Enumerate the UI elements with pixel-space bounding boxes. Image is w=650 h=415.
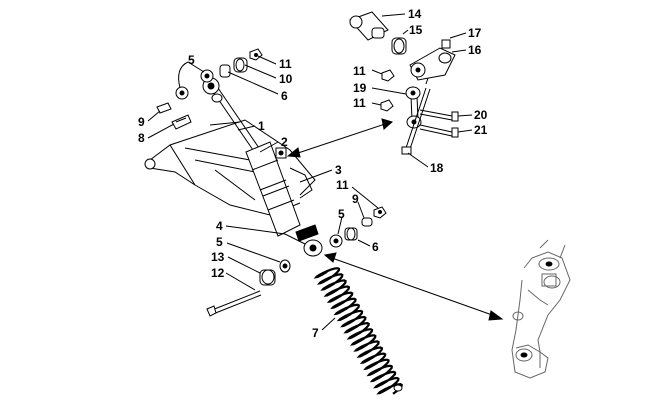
callout-5c: 5 [216, 235, 223, 249]
callout-13: 13 [211, 250, 225, 264]
spring-coil [313, 267, 403, 395]
coil-spring [313, 267, 403, 395]
leader-lines [147, 13, 473, 331]
frame-bracket [511, 239, 571, 379]
callout-18: 18 [430, 161, 444, 175]
lower-hardware [206, 206, 387, 317]
callout-5a: 5 [188, 53, 195, 67]
callout-14: 14 [408, 7, 422, 21]
linkage-assembly [349, 11, 459, 155]
callout-4: 4 [216, 219, 223, 233]
callout-6b: 6 [372, 240, 379, 254]
callout-11c: 11 [353, 96, 366, 110]
callout-3: 3 [335, 163, 342, 177]
callout-21: 21 [474, 123, 488, 137]
callout-19: 19 [353, 81, 367, 95]
callout-5b: 5 [338, 207, 345, 221]
callout-12: 12 [211, 266, 225, 280]
callout-6a: 6 [281, 89, 288, 103]
callout-10: 10 [279, 72, 293, 86]
spring-end [393, 384, 403, 392]
callout-9a: 9 [138, 115, 145, 129]
callout-11b: 11 [353, 64, 366, 78]
callout-20: 20 [474, 108, 488, 122]
callout-11d: 11 [336, 178, 349, 192]
callout-labels: 1 2 3 4 5 5 5 6 6 7 8 9 9 10 11 11 11 11… [138, 7, 488, 340]
callout-2: 2 [281, 135, 288, 149]
callout-9b: 9 [352, 192, 359, 206]
callout-8: 8 [138, 131, 145, 145]
connection-arrows [286, 118, 504, 321]
callout-16: 16 [468, 43, 482, 57]
callout-1: 1 [258, 119, 265, 133]
callout-15: 15 [409, 23, 423, 37]
upper-hardware [156, 48, 287, 159]
callout-11a: 11 [279, 57, 292, 71]
callout-7: 7 [312, 326, 319, 340]
callout-17: 17 [468, 26, 482, 40]
